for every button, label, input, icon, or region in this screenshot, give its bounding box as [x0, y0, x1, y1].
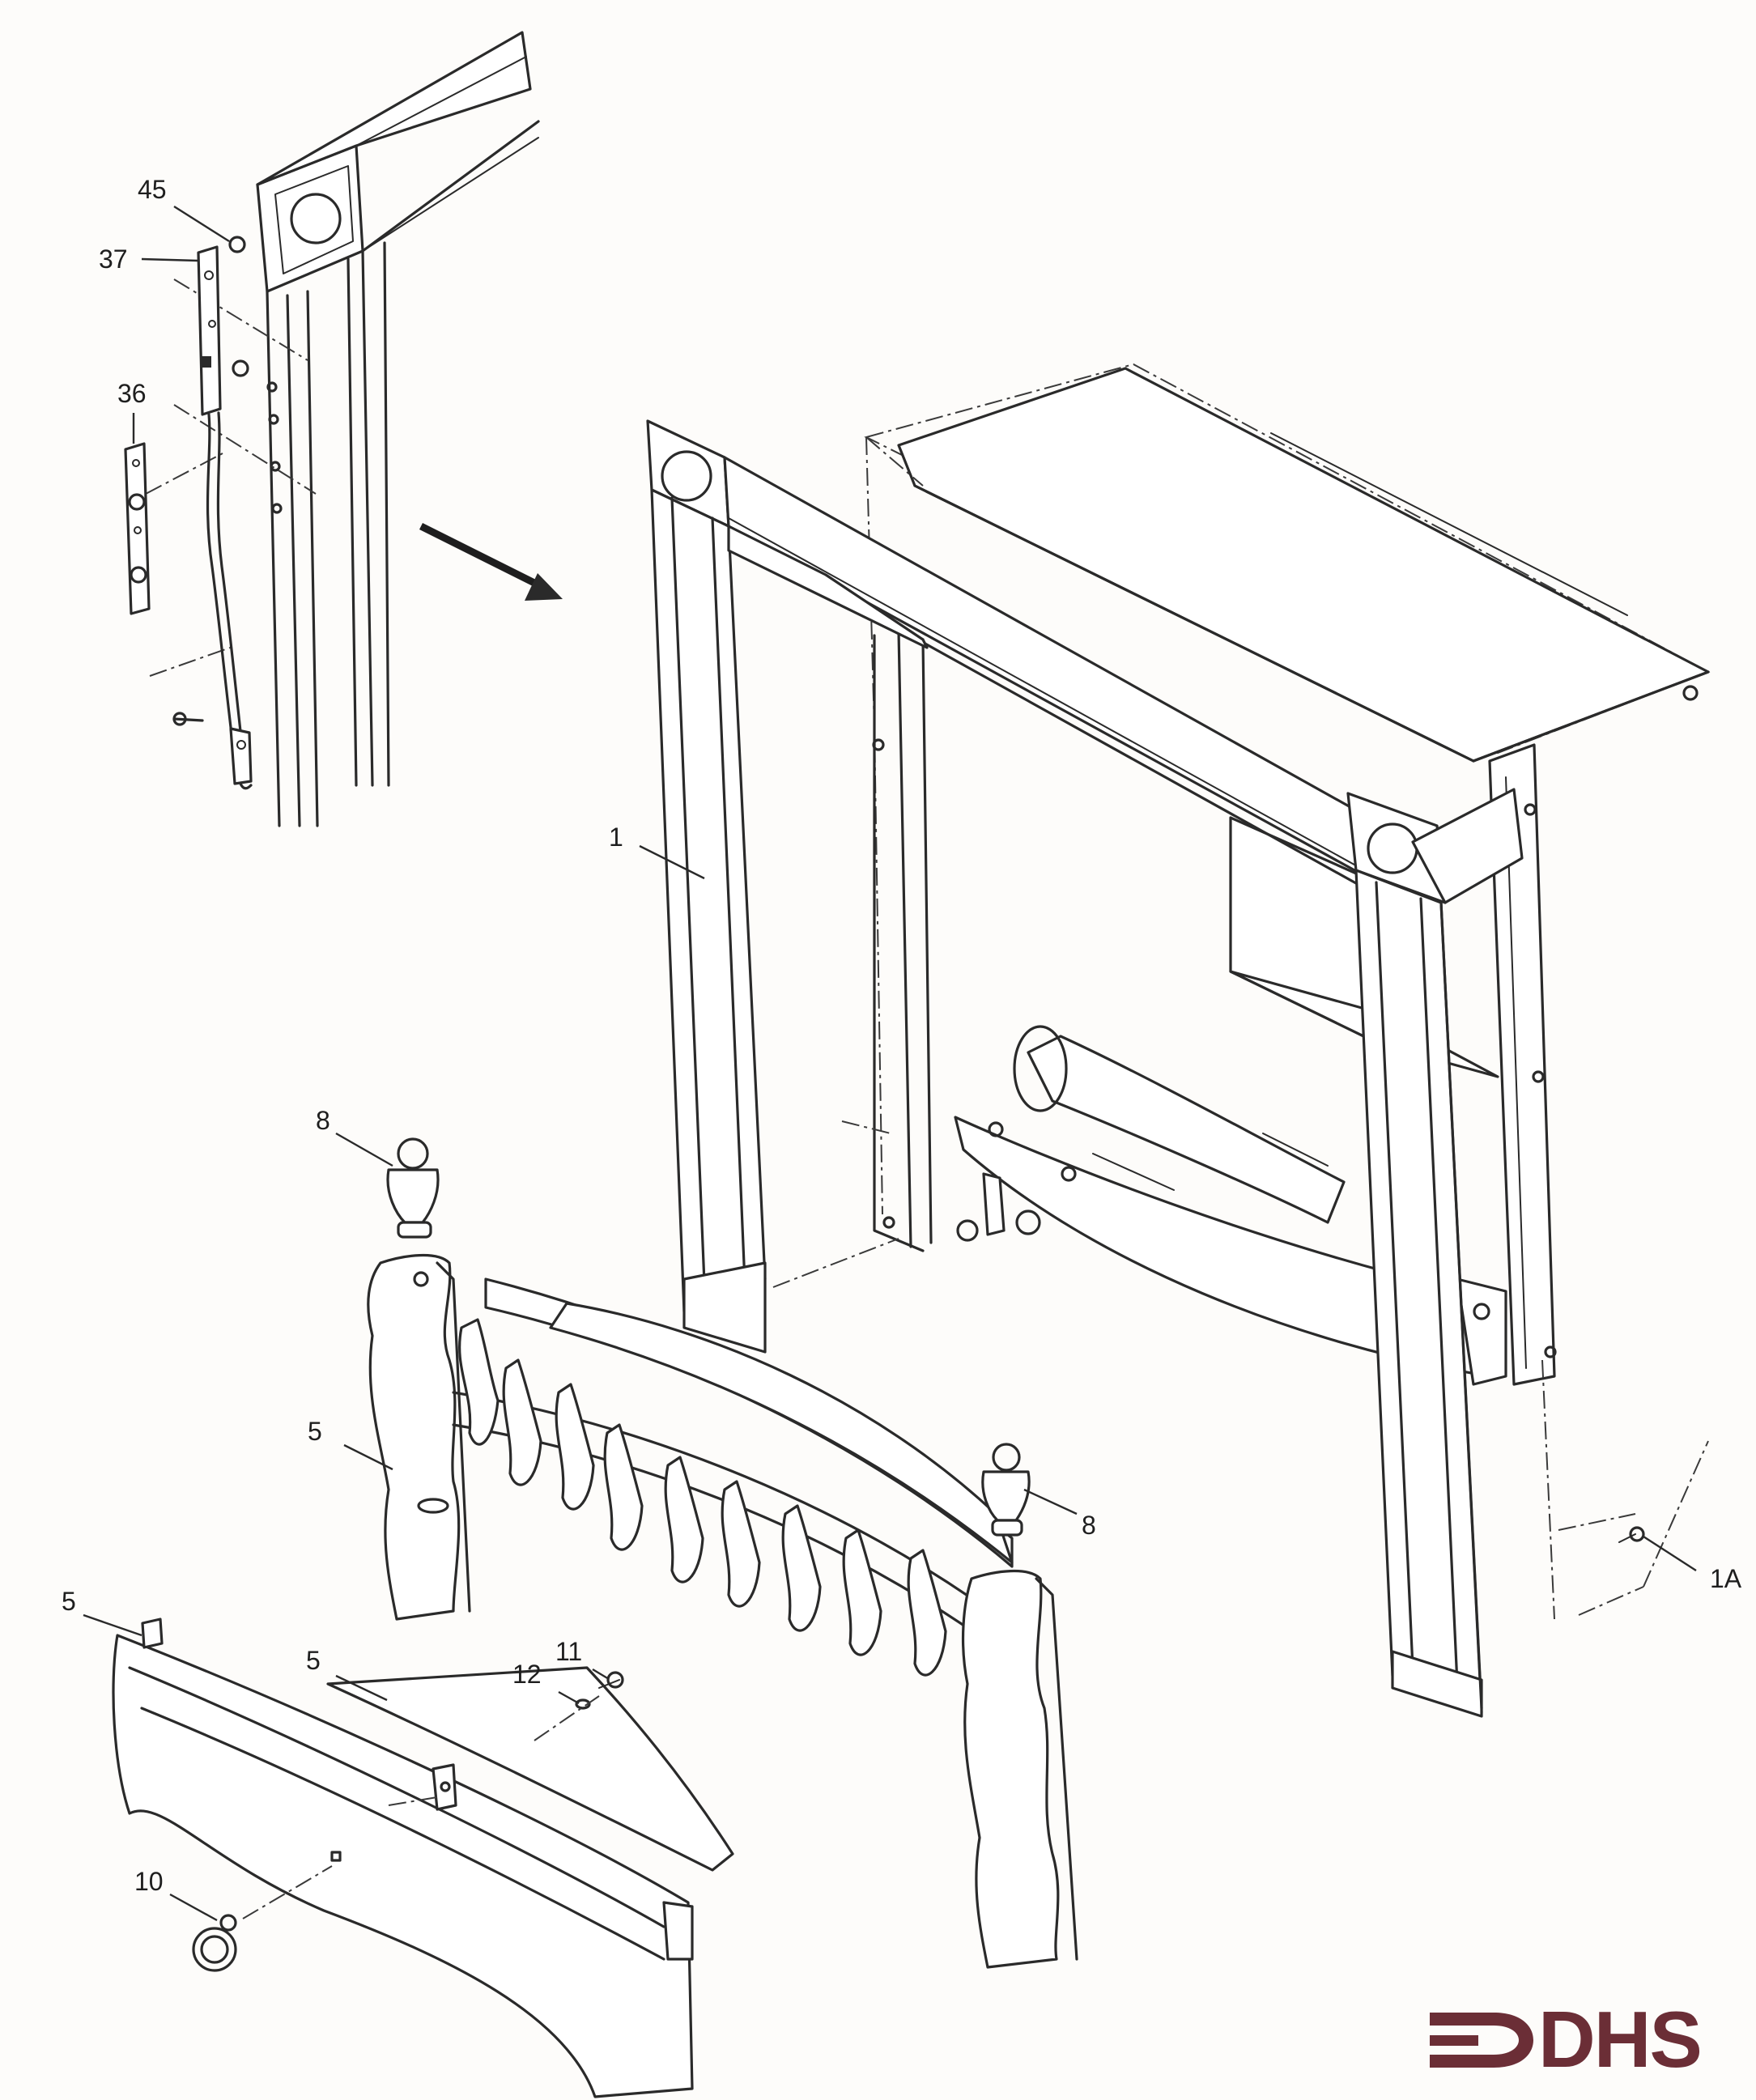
- callout-12: 12: [512, 1660, 542, 1689]
- screw-11: [598, 1671, 624, 1689]
- fret-bars: [458, 1318, 947, 1677]
- callout-1: 1: [609, 823, 623, 852]
- dhs-logo: DHS: [1425, 2000, 1729, 2079]
- callout-5-baffle: 5: [306, 1646, 321, 1675]
- callout-10: 10: [134, 1867, 164, 1896]
- washer-12: [575, 1698, 591, 1710]
- dhs-logo-mark: [1430, 2013, 1533, 2068]
- callout-45: 45: [138, 175, 167, 204]
- direction-arrow: [419, 522, 563, 601]
- fire-fret: [367, 1254, 1078, 1969]
- plate-36: [124, 442, 151, 615]
- callout-8-right: 8: [1082, 1511, 1096, 1540]
- callout-8-left: 8: [316, 1106, 330, 1135]
- bracket-37: [197, 245, 253, 790]
- handle-ring-10: [192, 1914, 237, 1972]
- frame-corner-detail: [145, 31, 540, 827]
- heating-element: [954, 1025, 1507, 1386]
- callout-37: 37: [99, 244, 128, 274]
- finial-left: [386, 1137, 440, 1239]
- logo-text: DHS: [1538, 1995, 1703, 2084]
- leader-lines: [83, 205, 1697, 1922]
- callout-11: 11: [555, 1637, 583, 1666]
- screw-45: [228, 236, 249, 377]
- callout-5-fret: 5: [308, 1417, 322, 1446]
- callout-36: 36: [117, 379, 147, 408]
- firebox-housing: [772, 363, 1711, 1620]
- baffle-plate: [326, 1666, 734, 1872]
- screw-1a: [1618, 1526, 1645, 1543]
- cable-clip: [172, 712, 253, 785]
- callout-5-ashpan: 5: [62, 1587, 76, 1616]
- fire-surround-frame: [646, 419, 1524, 1718]
- finial-right: [981, 1443, 1031, 1537]
- callout-1a: 1A: [1710, 1564, 1742, 1593]
